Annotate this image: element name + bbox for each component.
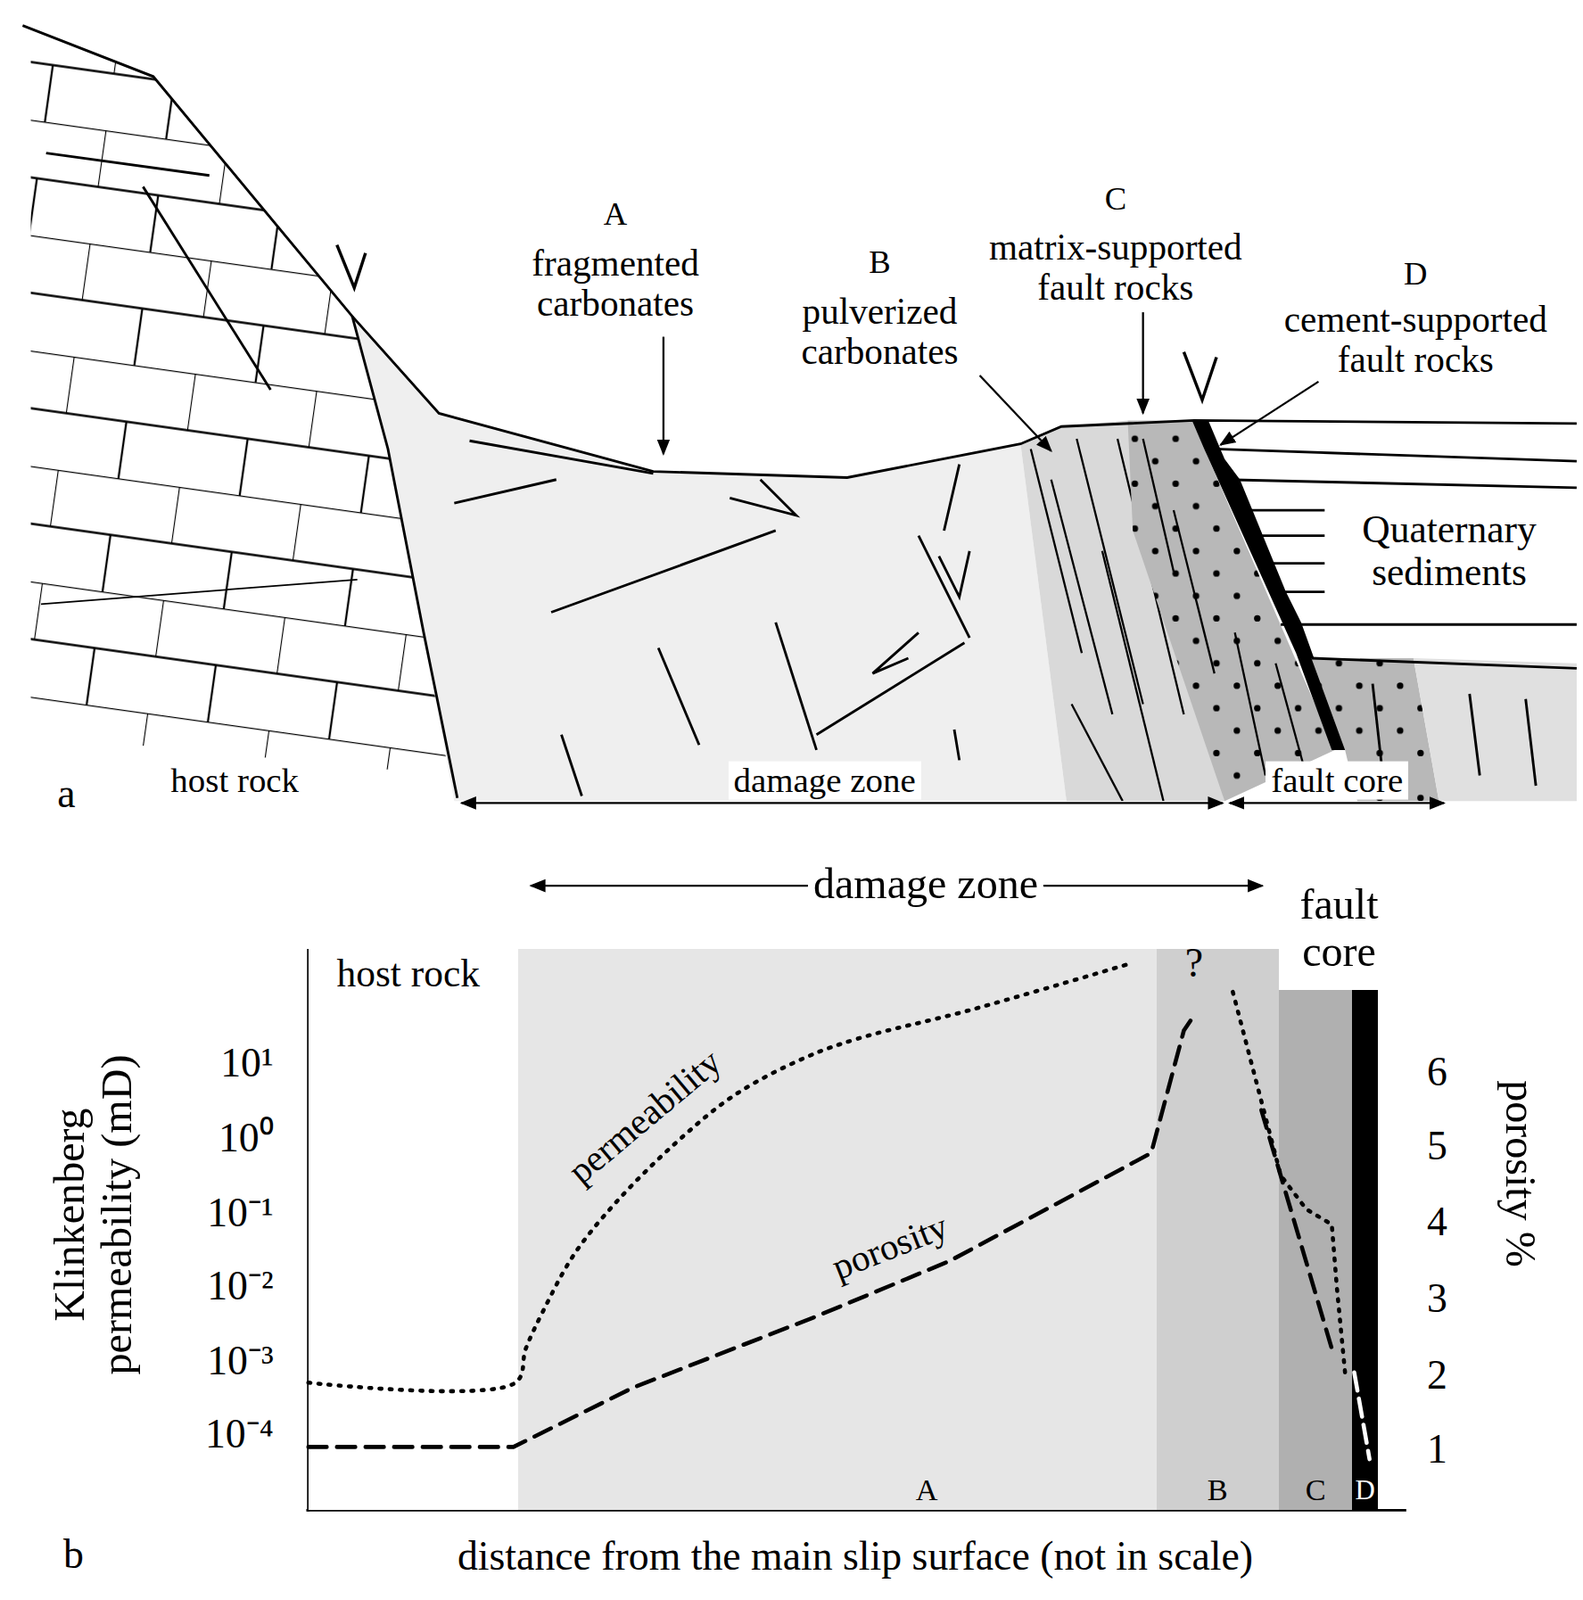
zone-letter: C (1305, 1473, 1327, 1508)
zone-label: cement-supported fault rocks (1262, 299, 1569, 381)
tick-label: 4 (1426, 1199, 1448, 1245)
tick-label: 2 (1426, 1352, 1448, 1397)
zone-band: host rock (308, 948, 520, 1509)
damage-zone-area (352, 316, 1067, 801)
tick-label: 10⁰ (218, 1115, 274, 1161)
zone-letter: B (868, 244, 891, 281)
sediment-lines (22, 25, 1577, 786)
zone-label: fragmented carbonates (487, 243, 743, 325)
extent-label: fault core (1267, 882, 1410, 977)
zone-letter: A (603, 196, 627, 232)
axis-title: distance from the main slip surface (not… (457, 1533, 1254, 1579)
zone-letter: D (1403, 255, 1427, 292)
host-rock-boundary (352, 316, 458, 799)
host-rock-fractures (41, 153, 358, 605)
zone-letter: ? (1185, 940, 1204, 986)
zone-band: A (518, 948, 1156, 1509)
porosity-curve (308, 1014, 1195, 1447)
tick-label: 10¹ (220, 1040, 274, 1086)
tick-label: 10⁻² (206, 1263, 274, 1309)
panel-letter: a (51, 771, 81, 817)
damage-zone-fractures (453, 440, 970, 796)
zone-label: pulverized carbonates (751, 291, 1007, 373)
extent-label: fault core (1265, 761, 1409, 800)
tick-label: 5 (1426, 1123, 1448, 1169)
extent-label: damage zone (728, 761, 922, 800)
zone-band: ?B (1156, 948, 1279, 1509)
tick-label: 6 (1426, 1048, 1448, 1094)
zone-letter: C (1104, 181, 1127, 217)
panel-letter: b (63, 1532, 84, 1577)
tick-label: 3 (1426, 1276, 1448, 1321)
zone-letter: A (915, 1473, 939, 1508)
zone-label: host rock (336, 952, 480, 996)
porosity-curve (1261, 1110, 1333, 1353)
tick-label: 10⁻³ (206, 1337, 274, 1383)
porosity-curve (1353, 1372, 1369, 1460)
extent-label: damage zone (807, 860, 1044, 908)
permeability-curve (308, 964, 1129, 1392)
cement-supported-zone (1192, 420, 1348, 751)
zone-label: host rock (164, 761, 305, 800)
lower-right-block (1413, 658, 1577, 801)
axis-title: Klinkenberg permeability (mD) (46, 1000, 141, 1430)
zone-label: matrix-supported fault rocks (962, 227, 1269, 309)
permeability-curve (1232, 991, 1345, 1373)
host-rock-area (31, 25, 450, 776)
axis-title: porosity % (1497, 1080, 1545, 1268)
callout-arrow (663, 312, 1320, 454)
tick-label: 10⁻¹ (206, 1189, 274, 1235)
zone-letter: B (1207, 1473, 1229, 1508)
chart-axis (305, 948, 1406, 1511)
tick-label: 1 (1426, 1426, 1448, 1472)
unit-label: Quaternary sediments (1331, 508, 1567, 594)
zone-band: C (1278, 989, 1353, 1510)
tick-label: 10⁻⁴ (205, 1411, 274, 1457)
zone-letter: D (1355, 1475, 1376, 1506)
